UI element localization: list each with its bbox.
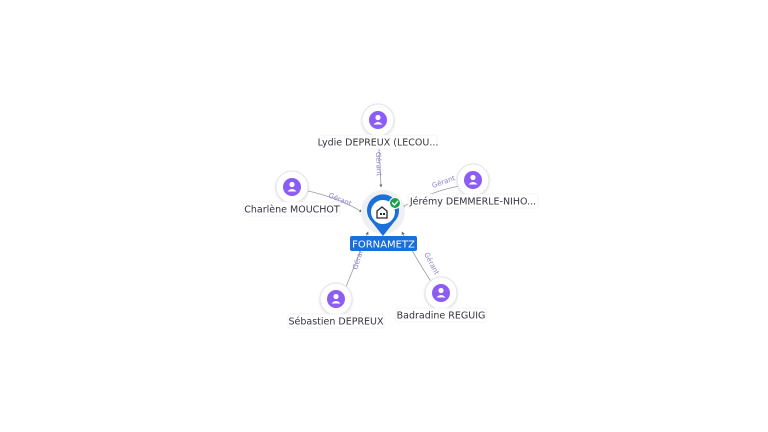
company-name: FORNAMETZ (352, 240, 415, 251)
company-label-box (350, 236, 417, 251)
person-label-lydie: Lydie DEPREUX (LECOU... (318, 134, 439, 150)
person-label-sebastien: Sébastien DEPREUX (287, 313, 385, 329)
person-icon (432, 284, 450, 302)
edge-label: Gérant (374, 152, 383, 177)
person-icon (464, 171, 482, 189)
person-name: Jérémy DEMMERLE-NIHO... (409, 197, 536, 208)
person-name: Badradine REGUIG (397, 311, 486, 322)
person-icon (327, 290, 345, 308)
check-icon (391, 200, 399, 206)
person-name: Charlène MOUCHOT (244, 205, 340, 216)
building-icon (376, 206, 388, 219)
person-label-charlene: Charlène MOUCHOT (243, 201, 341, 217)
person-label-jeremy: Jérémy DEMMERLE-NIHO... (407, 193, 539, 209)
verified-badge (389, 197, 401, 209)
person-icon (369, 111, 387, 129)
company-node[interactable]: FORNAMETZ (350, 190, 417, 251)
person-name: Lydie DEPREUX (LECOU... (318, 138, 439, 149)
person-name: Sébastien DEPREUX (288, 317, 384, 328)
person-label-badradine: Badradine REGUIG (395, 307, 487, 323)
person-icon (283, 178, 301, 196)
